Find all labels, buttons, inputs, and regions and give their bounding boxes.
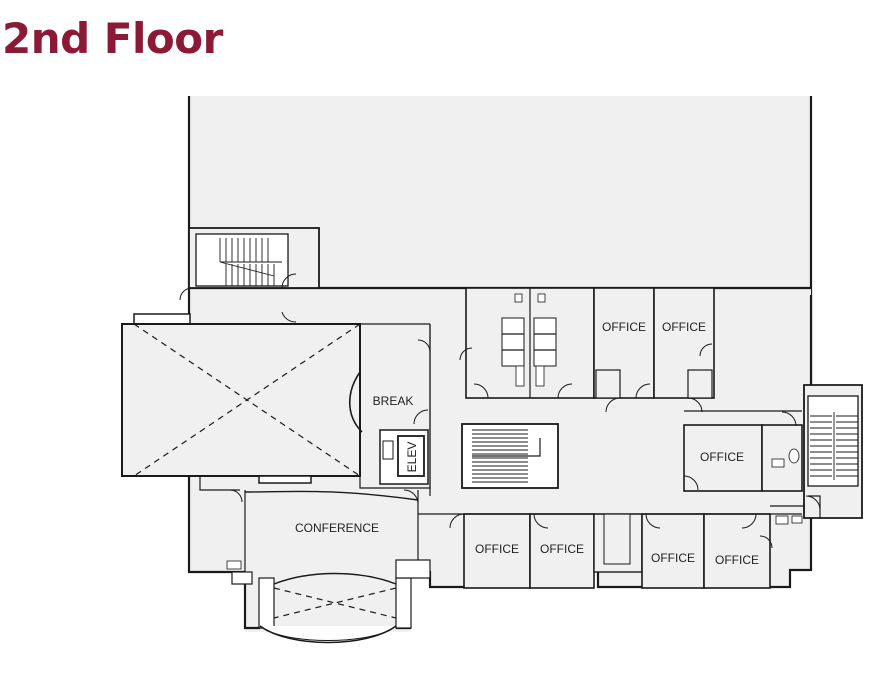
room-label-office-upper-right: OFFICE [662,320,706,334]
page-title: 2nd Floor [2,14,223,63]
elevator: ELEV [379,429,429,485]
room-label-office-lower-1: OFFICE [475,542,519,556]
room-label-office-lower-2: OFFICE [540,542,584,556]
restrooms [459,287,595,399]
entrance-bay [231,559,431,644]
conference-room: CONFERENCE [226,489,419,572]
room-label-conference: CONFERENCE [295,521,379,535]
offices-upper: OFFICE OFFICE [593,287,715,413]
room-label-break: BREAK [373,394,414,408]
room-label-office-upper-left: OFFICE [602,320,646,334]
office-right-block: OFFICE [683,411,803,492]
room-label-office-right: OFFICE [700,450,744,464]
stair-upper-left [179,227,320,323]
room-label-office-lower-4: OFFICE [715,553,759,567]
room-label-elevator: ELEV [405,442,419,473]
stair-right [803,384,863,519]
offices-lower: OFFICE OFFICE OFFICE OFFICE [449,505,805,589]
stair-central [461,423,559,489]
corridor-walls [418,324,802,515]
room-label-office-lower-3: OFFICE [651,551,695,565]
